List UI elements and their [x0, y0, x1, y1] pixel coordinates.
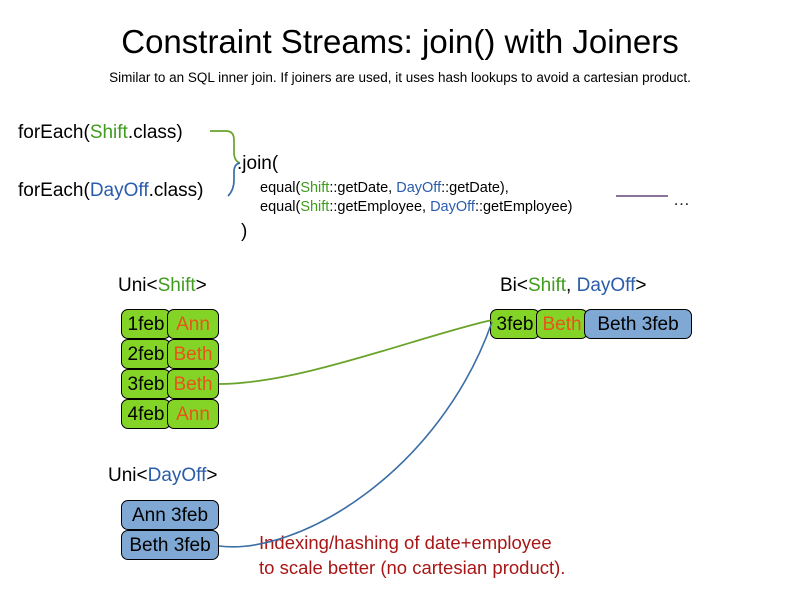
uni-dayoff-label-suffix: > — [206, 465, 218, 486]
dayoff-cell: Ann 3feb — [121, 500, 219, 530]
shift-date-cell: 3feb — [121, 369, 171, 399]
joiner-2-right-type: DayOff — [430, 199, 475, 215]
label-uni-shift: Uni<Shift> — [118, 274, 207, 298]
wire-dayoff-row-to-bi — [218, 321, 493, 548]
joiner-2-fn: equal( — [260, 199, 301, 215]
shift-fact-row[interactable]: 2feb Beth — [121, 339, 219, 369]
note-line-1: Indexing/hashing of date+employee — [259, 532, 552, 553]
uni-dayoff-label-prefix: Uni< — [108, 465, 148, 486]
bi-label-type-b: DayOff — [576, 275, 636, 296]
uni-dayoff-label-type: DayOff — [147, 465, 207, 486]
foreach-dayoff-suffix: .class) — [148, 180, 204, 201]
dayoff-fact-row[interactable]: Ann 3feb — [121, 500, 219, 530]
code-foreach-dayoff: forEach(DayOff.class) — [18, 179, 204, 203]
joiner-1-right-method: ::getDate), — [441, 180, 509, 196]
foreach-dayoff-type: DayOff — [89, 180, 149, 201]
note-indexing: Indexing/hashing of date+employee to sca… — [259, 530, 565, 580]
code-join-close: ) — [241, 221, 248, 242]
shift-fact-row[interactable]: 1feb Ann — [121, 309, 219, 339]
shift-date-cell: 4feb — [121, 399, 171, 429]
note-line-2: to scale better (no cartesian product). — [259, 557, 566, 578]
code-joiner-equal-date: equal(Shift::getDate, DayOff::getDate), — [260, 179, 509, 198]
foreach-shift-prefix: forEach( — [18, 122, 90, 143]
page-title: Constraint Streams: join() with Joiners — [121, 23, 679, 60]
wire-shift-to-join — [210, 130, 241, 164]
shift-fact-row[interactable]: 3feb Beth — [121, 369, 219, 399]
bi-label-prefix: Bi< — [500, 275, 528, 296]
uni-shift-label-prefix: Uni< — [118, 275, 158, 296]
dayoff-cell: Beth 3feb — [121, 530, 219, 560]
shift-date-cell: 1feb — [121, 309, 171, 339]
code-joiner-equal-employee: equal(Shift::getEmployee, DayOff::getEmp… — [260, 198, 572, 217]
shift-employee-cell: Beth — [167, 369, 219, 399]
bi-label-separator: , — [566, 275, 577, 296]
code-join-open: .join( — [237, 153, 279, 174]
shift-date-cell: 2feb — [121, 339, 171, 369]
page-subtitle: Similar to an SQL inner join. If joiners… — [109, 70, 691, 85]
bi-shift-date-cell: 3feb — [490, 309, 540, 339]
continuation-ellipsis: … — [673, 190, 690, 209]
joiner-1-left-method: ::getDate, — [329, 180, 397, 196]
bi-dayoff-cell: Beth 3feb — [584, 309, 692, 339]
bi-label-type-a: Shift — [528, 275, 567, 296]
dayoff-fact-row[interactable]: Beth 3feb — [121, 530, 219, 560]
foreach-shift-type: Shift — [89, 122, 128, 143]
shift-employee-cell: Ann — [167, 309, 219, 339]
joiner-2-left-type: Shift — [300, 199, 330, 215]
joiner-2-right-method: ::getEmployee) — [474, 199, 573, 215]
shift-employee-cell: Ann — [167, 399, 219, 429]
uni-shift-label-type: Shift — [157, 275, 196, 296]
foreach-dayoff-prefix: forEach( — [18, 180, 90, 201]
bi-shift-employee-cell: Beth — [536, 309, 588, 339]
shift-fact-row[interactable]: 4feb Ann — [121, 399, 219, 429]
joiner-1-right-type: DayOff — [396, 180, 442, 196]
wire-shift-row-to-bi — [218, 319, 493, 385]
bi-label-suffix: > — [635, 275, 647, 296]
foreach-shift-suffix: .class) — [127, 122, 183, 143]
joiner-1-fn: equal( — [260, 180, 301, 196]
code-foreach-shift: forEach(Shift.class) — [18, 121, 183, 145]
bi-fact-row[interactable]: 3feb Beth Beth 3feb — [490, 309, 692, 339]
joiner-2-left-method: ::getEmployee, — [329, 199, 431, 215]
shift-employee-cell: Beth — [167, 339, 219, 369]
uni-shift-label-suffix: > — [195, 275, 207, 296]
label-uni-dayoff: Uni<DayOff> — [108, 464, 218, 488]
label-bi-shift-dayoff: Bi<Shift, DayOff> — [500, 274, 646, 298]
joiner-1-left-type: Shift — [300, 180, 330, 196]
